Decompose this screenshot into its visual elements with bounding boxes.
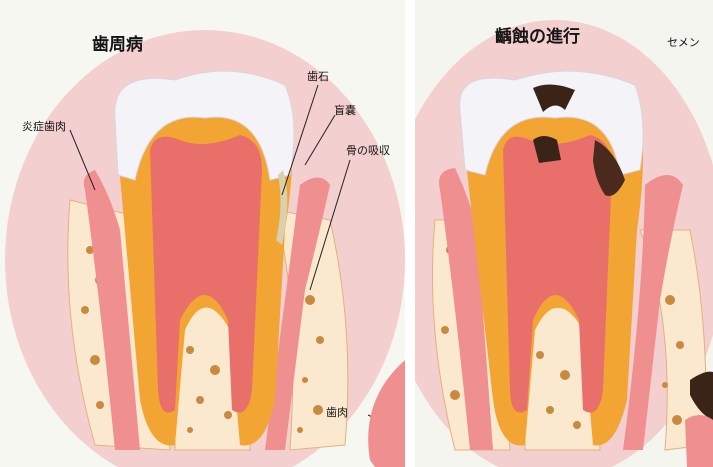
panel-gap — [405, 0, 415, 467]
tartar-label: 歯石 — [307, 68, 329, 84]
caries-illustration — [415, 0, 713, 467]
neighbor-gum — [685, 415, 713, 467]
gum-label: 歯肉 — [326, 404, 348, 420]
bone-resorption-label: 骨の吸収 — [346, 142, 390, 158]
caries-title: 齲蝕の進行 — [495, 22, 580, 47]
caries-panel: 齲蝕の進行 セメン — [415, 0, 713, 467]
periodontal-title: 歯周病 — [92, 30, 143, 55]
cementum-label: セメン — [667, 34, 700, 50]
pocket-label: 盲嚢 — [334, 102, 356, 118]
inflamed-gum-label: 炎症歯肉 — [22, 118, 66, 134]
periodontal-panel: 歯周病 炎症歯肉 歯石 盲嚢 骨の吸収 歯肉 — [0, 0, 405, 467]
periodontal-illustration — [0, 0, 405, 467]
